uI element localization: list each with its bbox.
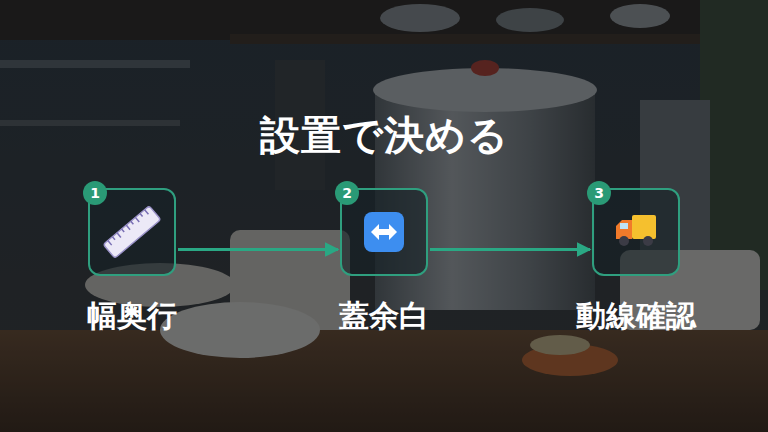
truck-cab (616, 220, 632, 239)
double-arrow (371, 224, 397, 240)
truck-wheel (619, 236, 629, 246)
ruler-icon (103, 206, 161, 258)
step-label: 幅奥行 (87, 296, 177, 337)
step-label: 蓋余白 (339, 296, 429, 337)
ruler-body (103, 206, 161, 258)
ruler-ticks (108, 210, 149, 245)
truck-wheel (643, 236, 653, 246)
step-label: 動線確認 (576, 296, 696, 337)
icon-box: 2蓋余白 (340, 188, 428, 276)
icon-box: 1幅奥行 (88, 188, 176, 276)
icon-box: 3動線確認 (592, 188, 680, 276)
diagram-title: 設置で決める (0, 108, 768, 163)
truck-cargo (632, 215, 656, 239)
truck-icon (616, 215, 656, 246)
icon-tile (364, 212, 404, 252)
truck-window (620, 223, 628, 229)
step-number: 3 (587, 181, 611, 205)
step-arrow (178, 248, 338, 251)
step-arrow (430, 248, 590, 251)
left-right-arrow-icon (364, 212, 404, 252)
step-number: 1 (83, 181, 107, 205)
step-number: 2 (335, 181, 359, 205)
